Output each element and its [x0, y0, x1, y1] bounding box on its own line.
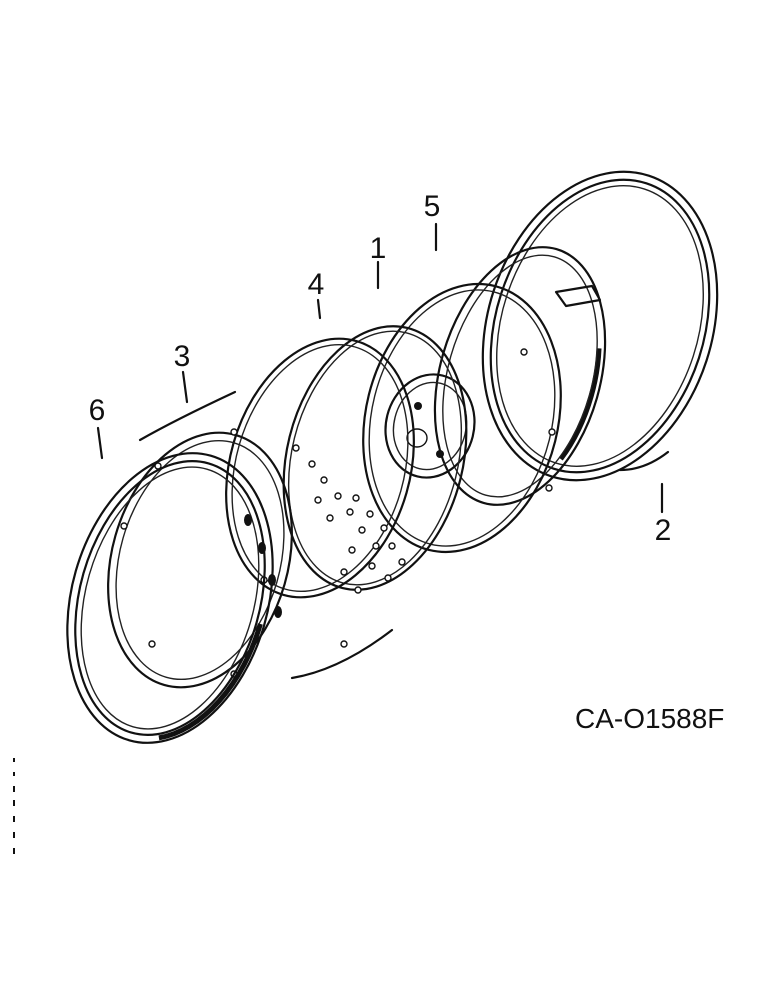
callout-3: 3	[174, 340, 191, 373]
callout-4: 4	[308, 268, 325, 301]
perforation-holes	[292, 444, 406, 594]
part-6-front-ring	[66, 452, 282, 744]
part-2-flange-ring	[481, 170, 719, 482]
margin-marks	[13, 758, 15, 854]
callout-5: 5	[424, 190, 441, 223]
part-3-drum-shell	[107, 337, 415, 689]
drawing-code: CA-O1588F	[575, 703, 724, 734]
callout-6: 6	[89, 394, 106, 427]
leader-lines	[96, 222, 664, 514]
part-1-drum-hub	[362, 282, 562, 554]
callout-1: 1	[370, 232, 387, 265]
callout-2: 2	[655, 514, 672, 547]
